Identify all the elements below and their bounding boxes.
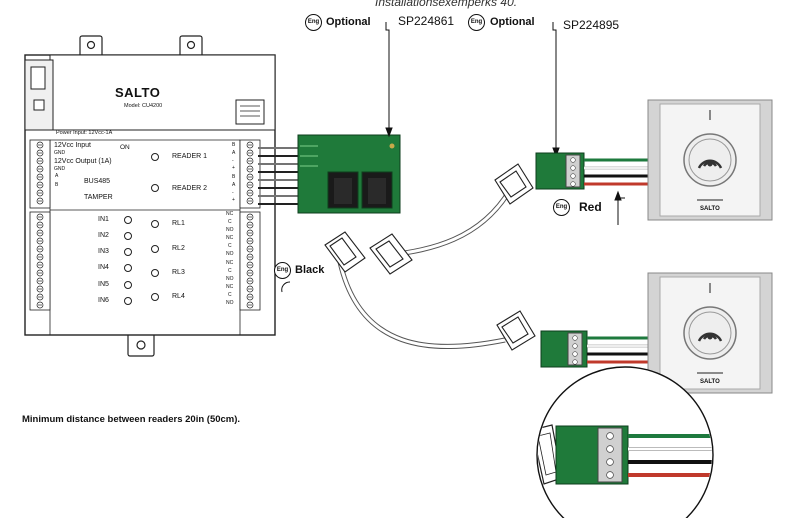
part-number-right: SP224895 — [563, 18, 620, 32]
eng-badge-right: Eng — [468, 14, 485, 31]
reader2-brand: SALTO — [700, 379, 720, 385]
black-wire-label: Black — [295, 264, 325, 276]
rl2-pin-nc: NC — [226, 235, 234, 241]
power-input-label: Power Input: 12Vcc-1A — [56, 130, 113, 136]
status-led — [124, 264, 132, 272]
rl3-pin-nc: NC — [226, 260, 234, 266]
adapter2-wires — [587, 336, 652, 364]
left-label-12v-output: 12Vcc Output (1A) — [54, 158, 112, 165]
input-label-in1: IN1 — [98, 216, 109, 223]
optional-label-left: Optional — [326, 16, 371, 28]
status-led — [124, 232, 132, 240]
status-led — [151, 220, 159, 228]
controller-brand: SALTO — [115, 85, 161, 100]
controller-model: Model: CU4200 — [124, 103, 163, 109]
status-led — [124, 216, 132, 224]
part-number-left: SP224861 — [398, 14, 455, 28]
left-label-12v-input: 12Vcc Input — [54, 142, 91, 149]
interface-board — [297, 134, 401, 214]
left-label-bus485: BUS485 — [84, 178, 111, 185]
reader1-cable — [389, 188, 513, 258]
terminal-adapter-2 — [540, 330, 588, 368]
rj-plug-reader1-board — [369, 233, 413, 275]
status-led — [124, 281, 132, 289]
relay-label-rl4: RL4 — [172, 293, 185, 300]
controller-body — [24, 54, 276, 336]
rl1-pin-nc: NC — [226, 211, 234, 217]
status-led — [151, 245, 159, 253]
left-label-gnd-1: GND — [54, 150, 66, 156]
left-terminal-screws — [36, 141, 44, 309]
reader1-pin-b: B — [232, 142, 236, 148]
rl3-pin-no: NO — [226, 276, 234, 282]
reader2-pin-minus: - — [232, 190, 234, 196]
rl4-pin-nc: NC — [226, 284, 234, 290]
eng-badge-left: Eng — [305, 14, 322, 31]
input-label-in5: IN5 — [98, 281, 109, 288]
relay-label-rl1: RL1 — [172, 220, 185, 227]
right-terminal-screws — [246, 141, 254, 309]
status-led — [151, 184, 159, 192]
reader2-pin-plus: + — [232, 197, 235, 203]
relay-label-rl3: RL3 — [172, 269, 185, 276]
reader1-pin-plus: + — [232, 165, 235, 171]
rj-plug-reader2-end — [496, 310, 536, 351]
status-led — [124, 297, 132, 305]
left-label-tamper: TAMPER — [84, 194, 113, 201]
status-led — [151, 153, 159, 161]
rl3-pin-c: C — [228, 268, 232, 274]
red-wire-label: Red — [579, 200, 602, 214]
part-leader-lines — [385, 22, 625, 225]
detail-zoom-view — [536, 366, 714, 518]
reader2-pin-a: A — [232, 182, 236, 188]
eng-badge-black: Eng — [274, 262, 291, 279]
reader2-cable — [337, 261, 506, 350]
rl4-pin-no: NO — [226, 300, 234, 306]
status-led — [151, 293, 159, 301]
partial-caption: Installationsexemperks 40. — [375, 0, 518, 9]
eng-badge-red: Eng — [553, 199, 570, 216]
min-distance-note: Minimum distance between readers 20in (5… — [22, 414, 241, 425]
input-label-in4: IN4 — [98, 264, 109, 271]
status-leds — [124, 153, 159, 305]
terminal-adapter-1 — [535, 152, 585, 190]
left-label-a: A — [55, 173, 59, 179]
left-label-gnd-2: GND — [54, 166, 66, 172]
black-wire-leader — [281, 281, 291, 293]
optional-label-right: Optional — [490, 16, 535, 28]
left-label-b: B — [55, 182, 59, 188]
controller-mount-ears — [79, 35, 203, 357]
reader-label-1: READER 1 — [172, 153, 208, 160]
input-label-in6: IN6 — [98, 297, 109, 304]
on-label: ON — [120, 144, 130, 151]
rl1-pin-c: C — [228, 219, 232, 225]
wall-reader-2 — [647, 272, 773, 394]
relay-label-rl2: RL2 — [172, 245, 185, 252]
rl1-pin-no: NO — [226, 227, 234, 233]
reader1-pin-minus: - — [232, 158, 234, 164]
reader-label-2: READER 2 — [172, 185, 208, 192]
rl2-pin-no: NO — [226, 251, 234, 257]
rj-plug-reader2 — [324, 231, 366, 273]
rj-plug-reader1 — [494, 163, 534, 205]
rl2-pin-c: C — [228, 243, 232, 249]
wall-reader-1 — [647, 99, 773, 221]
reader1-brand: SALTO — [700, 206, 720, 212]
adapter1-wires — [584, 158, 652, 186]
reader1-pin-a: A — [232, 150, 236, 156]
input-label-in3: IN3 — [98, 248, 109, 255]
status-led — [151, 269, 159, 277]
rl4-pin-c: C — [228, 292, 232, 298]
status-led — [124, 248, 132, 256]
input-label-in2: IN2 — [98, 232, 109, 239]
reader2-pin-b: B — [232, 174, 236, 180]
